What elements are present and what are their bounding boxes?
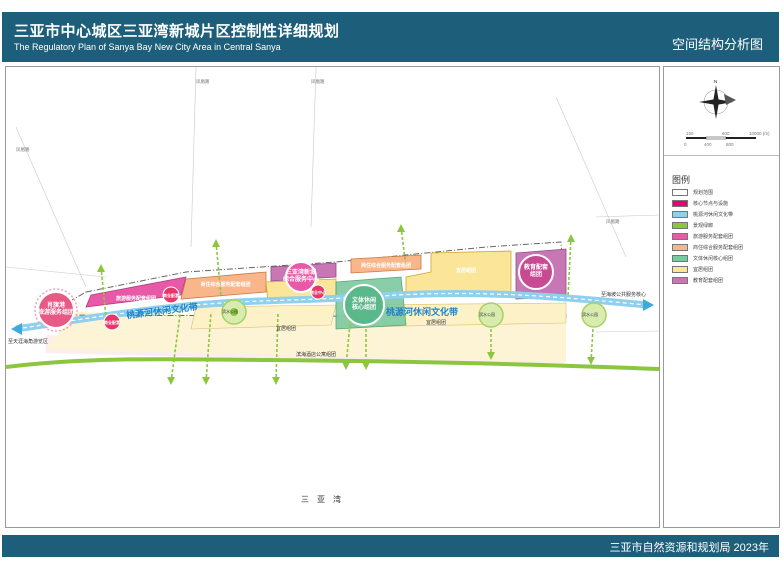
legend-item: 规划范围 bbox=[672, 187, 713, 197]
legend-item: 景观绿廊 bbox=[672, 220, 713, 230]
legend-swatch bbox=[672, 221, 688, 229]
legend-label: 规划范围 bbox=[693, 189, 714, 196]
cluster-label: 宜居组团 bbox=[426, 320, 447, 326]
park-label: 滨水公园 bbox=[222, 309, 238, 314]
direction-label: 至海坡公共服务核心 bbox=[601, 292, 647, 298]
legend-label: 教育配套组团 bbox=[693, 277, 724, 284]
legend-item: 旅游服务配套组团 bbox=[672, 231, 733, 241]
node-label: 三亚湾新城综合服务中心 bbox=[282, 270, 319, 283]
node-label: 教育配套组团 bbox=[523, 265, 548, 278]
direction-label: 至天涯海角游览区 bbox=[8, 339, 49, 345]
scale-tick: 0 bbox=[684, 142, 687, 147]
legend-swatch bbox=[672, 254, 688, 262]
river-belt-label: 桃源河休闲文化带 bbox=[386, 307, 459, 317]
legend-item: 宜居组团 bbox=[672, 264, 713, 274]
legend-label: 商住综合服务配套组团 bbox=[693, 244, 744, 251]
small-node-label: 商业中心 bbox=[310, 290, 326, 295]
legend-swatch bbox=[672, 243, 688, 251]
legend-swatch bbox=[672, 210, 688, 218]
map-canvas bbox=[6, 67, 659, 385]
park-label: 滨水公园 bbox=[582, 312, 598, 317]
legend-item: 核心节点与设施 bbox=[672, 198, 728, 208]
scale-tick: 10000 (m) bbox=[749, 131, 770, 136]
small-node-label: 商业配套 bbox=[163, 293, 179, 298]
road-label: 凤凰路 bbox=[16, 147, 30, 152]
legend-label: 景观绿廊 bbox=[693, 222, 714, 229]
compass-icon bbox=[686, 85, 756, 140]
scale-tick: 800 bbox=[726, 142, 734, 147]
road-label: 凤凰路 bbox=[311, 79, 325, 84]
small-node-label: 商业配套 bbox=[104, 320, 120, 325]
cluster-label: 旅游服务配套组团 bbox=[115, 296, 156, 302]
scale-tick: 600 bbox=[722, 131, 730, 136]
cluster-label: 商住综合服务配套组团 bbox=[200, 282, 251, 288]
north-label: N bbox=[714, 79, 718, 84]
compass-scale-area: N 150 600 10000 (m) 0 400 800 bbox=[664, 67, 779, 156]
cluster-label: 滨海酒店公寓组团 bbox=[296, 352, 337, 358]
legend-swatch bbox=[672, 188, 688, 196]
legend-item: 桃源河休闲文化带 bbox=[672, 209, 733, 219]
scale-tick: 400 bbox=[704, 142, 712, 147]
map-section-title: 空间结构分析图 bbox=[671, 37, 763, 52]
footer-credit: 三亚市自然资源和规划局 2023年 bbox=[609, 542, 769, 554]
cluster-label: 宜居组团 bbox=[455, 268, 476, 274]
header-bar: 三亚市中心城区三亚湾新城片区控制性详细规划 The Regulatory Pla… bbox=[2, 12, 779, 62]
structure-map[interactable]: 凤凰路 凤凰路 凤凰路 凤凰路 肖旗港旅游服务组团 三亚湾新城综合服务中心 文体… bbox=[5, 66, 660, 528]
legend-title: 图例 bbox=[672, 175, 691, 185]
plan-title: 三亚市中心城区三亚湾新城片区控制性详细规划 bbox=[14, 23, 340, 40]
road-label: 凤凰路 bbox=[606, 219, 620, 224]
node-label: 文体休闲核心组团 bbox=[351, 298, 376, 311]
legend-label: 文体休闲核心组团 bbox=[693, 255, 734, 262]
road-label: 凤凰路 bbox=[196, 79, 210, 84]
legend-label: 核心节点与设施 bbox=[693, 200, 729, 207]
legend-label: 桃源河休闲文化带 bbox=[693, 211, 734, 218]
plan-subtitle: The Regulatory Plan of Sanya Bay New Cit… bbox=[14, 42, 281, 52]
water-body-label: 三 亚 湾 bbox=[301, 495, 341, 504]
legend-item: 文体休闲核心组团 bbox=[672, 253, 733, 263]
legend-panel: N 150 600 10000 (m) 0 400 800 图例 规划范围核心节… bbox=[663, 66, 780, 528]
legend-item: 教育配套组团 bbox=[672, 275, 723, 285]
footer-bar: 三亚市自然资源和规划局 2023年 bbox=[2, 535, 779, 557]
legend-swatch bbox=[672, 265, 688, 273]
legend-swatch bbox=[672, 232, 688, 240]
cluster-label: 商住综合服务配套组团 bbox=[360, 263, 411, 269]
legend-swatch bbox=[672, 199, 688, 207]
cluster-label: 宜居组团 bbox=[276, 326, 297, 332]
scale-tick: 150 bbox=[686, 131, 694, 136]
node-label: 肖旗港旅游服务组团 bbox=[37, 303, 74, 316]
legend-label: 宜居组团 bbox=[693, 266, 714, 273]
legend-label: 旅游服务配套组团 bbox=[693, 233, 734, 240]
legend-swatch bbox=[672, 276, 688, 284]
park-label: 滨水公园 bbox=[479, 312, 495, 317]
legend-item: 商住综合服务配套组团 bbox=[672, 242, 743, 252]
